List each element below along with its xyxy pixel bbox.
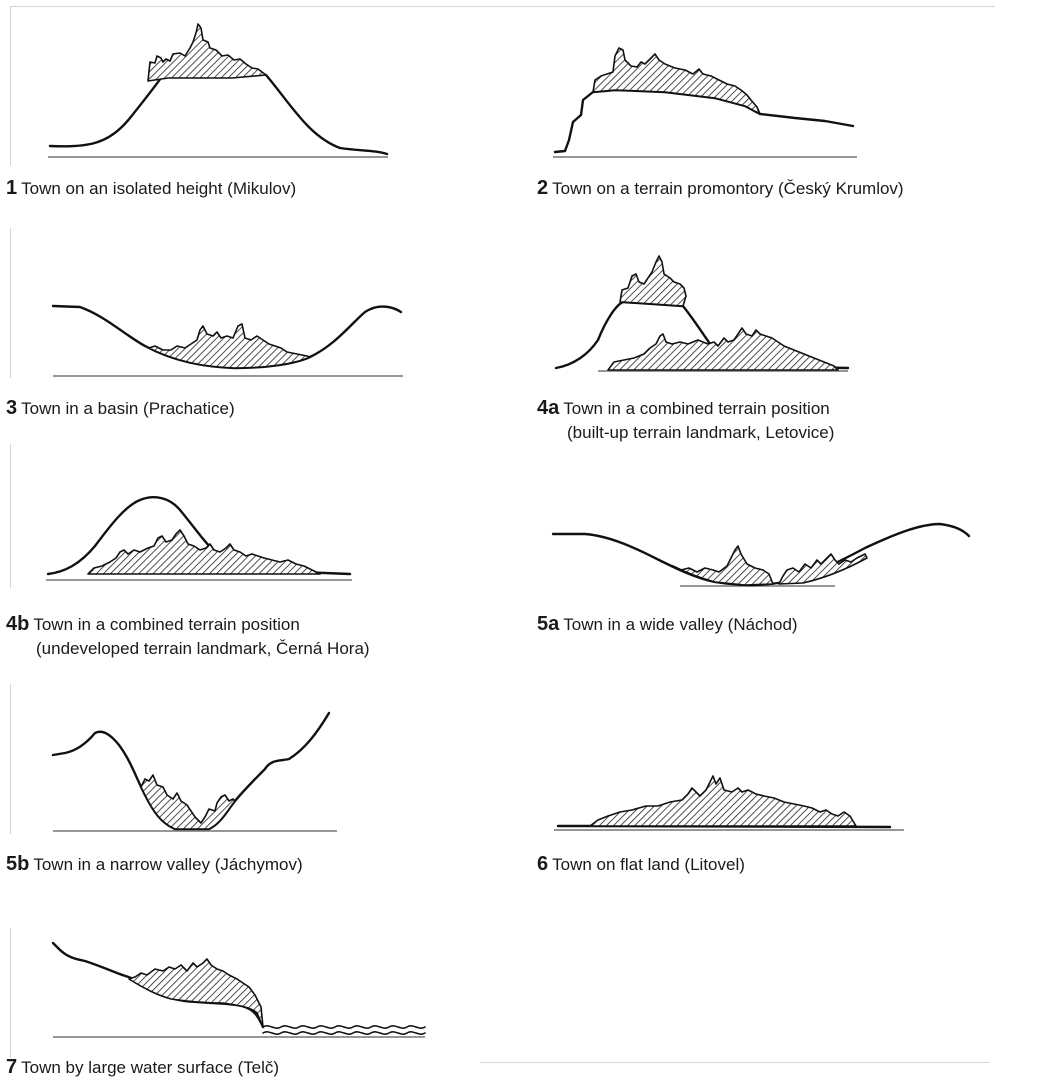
- town-silhouette: [147, 23, 267, 82]
- town-silhouette-left: [672, 545, 774, 586]
- left-frame-line-4: [10, 684, 11, 834]
- town-silhouette-right: [778, 553, 868, 585]
- caption-number: 1: [6, 177, 18, 199]
- terrain-profile: [48, 66, 389, 156]
- caption-text-line-2: (undeveloped terrain landmark, Černá Hor…: [36, 639, 370, 658]
- caption-text: Town in a combined terrain position: [563, 399, 830, 418]
- water-surface-wave-2: [262, 1031, 426, 1035]
- left-frame-line-2: [10, 228, 11, 378]
- caption-text: Town in a narrow valley (Jáchymov): [33, 855, 303, 874]
- figure-5a-wide-valley: [551, 522, 971, 587]
- lowland-town-silhouette: [607, 327, 839, 371]
- figure-2-terrain-promontory: [553, 47, 857, 158]
- figure-6-flat-land: [554, 775, 904, 831]
- left-frame-line-3: [10, 444, 11, 588]
- caption-text-line-2: (built-up terrain landmark, Letovice): [567, 423, 835, 442]
- town-silhouette: [87, 529, 321, 575]
- town-silhouette: [128, 958, 264, 1028]
- caption-number: 7: [6, 1056, 18, 1078]
- caption-number: 4a: [537, 397, 560, 419]
- caption-text: Town in a wide valley (Náchod): [563, 615, 798, 634]
- caption-text: Town in a combined terrain position: [33, 615, 300, 634]
- figure-3-basin: [51, 304, 403, 377]
- caption-text: Town on flat land (Litovel): [552, 855, 745, 874]
- figure-4a-built-up-landmark: [554, 255, 850, 372]
- town-silhouette: [140, 323, 311, 369]
- caption-text: Town on a terrain promontory (Český Krum…: [552, 179, 904, 198]
- figure-1-isolated-height: [48, 23, 389, 158]
- water-surface-wave-1: [262, 1025, 426, 1029]
- left-frame-line-1: [10, 6, 11, 166]
- town-silhouette: [592, 47, 761, 115]
- figure-5b-narrow-valley: [51, 711, 337, 832]
- bottom-frame-line: [480, 1062, 990, 1063]
- figure-4b-undeveloped-landmark: [46, 496, 352, 581]
- left-frame-line-5: [10, 928, 11, 1058]
- caption-number: 5a: [537, 613, 560, 635]
- caption-number: 2: [537, 177, 549, 199]
- town-silhouette: [140, 774, 236, 830]
- caption-number: 5b: [6, 853, 30, 875]
- town-silhouette: [589, 775, 857, 827]
- caption-number: 3: [6, 397, 18, 419]
- top-frame-line: [10, 6, 995, 7]
- figure-7-by-water: [51, 941, 426, 1038]
- caption-number: 4b: [6, 613, 30, 635]
- terrain-profile: [553, 88, 855, 154]
- caption-text: Town on an isolated height (Mikulov): [21, 179, 297, 198]
- caption-text: Town in a basin (Prachatice): [21, 399, 235, 418]
- hilltop-town-silhouette: [619, 255, 687, 307]
- caption-text: Town by large water surface (Telč): [21, 1058, 280, 1077]
- caption-number: 6: [537, 853, 549, 875]
